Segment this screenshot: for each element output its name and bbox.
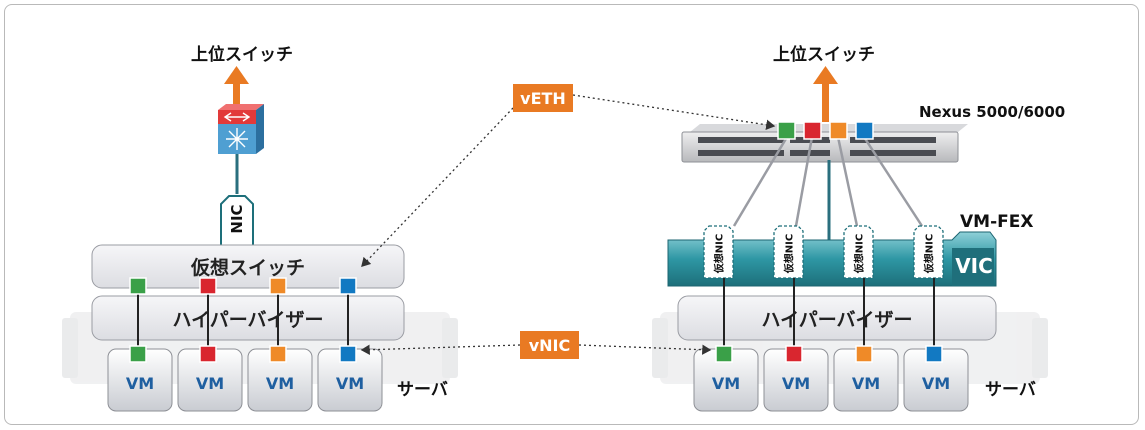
left-server-label: サーバ — [397, 380, 448, 400]
right-vm-ports — [715, 345, 943, 363]
left-vm-1-label: VM — [125, 374, 155, 393]
left-vswitch-ports — [129, 277, 357, 295]
vnic-badges — [703, 225, 944, 279]
vnic-tag: vNIC — [520, 331, 579, 359]
right-vm-3-label: VM — [851, 374, 881, 393]
left-vm-boxes — [107, 348, 383, 412]
nexus-switch — [681, 124, 968, 163]
left-nic-label: NIC — [228, 204, 246, 234]
left-port-links — [137, 290, 349, 350]
nexus-model-label: Nexus 5000/6000 — [919, 103, 1066, 121]
right-vm-4-label: VM — [921, 374, 951, 393]
right-port-links — [723, 278, 935, 350]
left-vm-3-label: VM — [265, 374, 295, 393]
left-hypervisor-label: ハイパーバイザー — [172, 308, 324, 331]
fex-cables — [732, 136, 924, 227]
left-vm-2-label: VM — [195, 374, 225, 393]
right-uplink-label: 上位スイッチ — [773, 45, 875, 65]
vic-label: VIC — [955, 254, 993, 278]
callout-lines — [360, 94, 776, 355]
veth-tag: vETH — [513, 84, 573, 112]
left-switch-icon — [218, 104, 264, 154]
right-uplink-arrow — [813, 66, 838, 122]
right-vm-1-label: VM — [711, 374, 741, 393]
right-vm-boxes — [693, 348, 969, 412]
vnic-4-label: 仮想NIC — [924, 233, 936, 274]
veth-ports — [777, 121, 874, 140]
left-uplink-arrow — [224, 66, 249, 108]
left-hypervisor-bar — [91, 295, 405, 341]
left-vswitch-label: 仮想スイッチ — [190, 257, 305, 279]
vnic-3-label: 仮想NIC — [854, 233, 866, 274]
vnic-2-label: 仮想NIC — [784, 233, 796, 274]
left-vm-ports — [129, 345, 357, 363]
left-uplink-label: 上位スイッチ — [191, 45, 293, 65]
right-hypervisor-label: ハイパーバイザー — [761, 308, 913, 331]
right-server-label: サーバ — [985, 380, 1036, 400]
diagram-frame — [4, 4, 1139, 425]
left-vm-4-label: VM — [335, 374, 365, 393]
vmfex-label: VM-FEX — [960, 212, 1034, 232]
right-vm-2-label: VM — [781, 374, 811, 393]
vnic-1-label: 仮想NIC — [714, 233, 726, 274]
right-hypervisor-bar — [677, 295, 997, 341]
left-vswitch-bar — [91, 244, 405, 289]
